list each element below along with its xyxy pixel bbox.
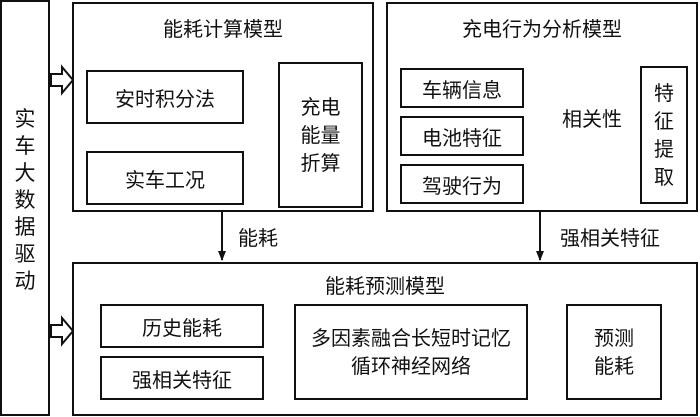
energy-link-label: 能耗	[232, 222, 284, 250]
predicted-energy-label: 预测能耗	[594, 326, 634, 378]
strong-feature-label: 强相关特征	[132, 367, 232, 392]
driving-behavior-label: 驾驶行为	[422, 173, 502, 198]
strong-feature-box	[100, 356, 264, 400]
lstm-network-box	[294, 304, 528, 400]
history-energy-box	[100, 304, 264, 348]
correlation-label: 相关性	[562, 106, 622, 131]
block-arrow-to-energy-pred	[50, 315, 75, 347]
energy-pred-model-title: 能耗预测模型	[325, 273, 445, 298]
left-column-label: 实车大数据驱动	[14, 106, 36, 293]
predicted-energy-box	[566, 304, 662, 400]
energy-conversion-box	[278, 62, 363, 208]
feature-extraction-label: 特征提取	[654, 81, 674, 189]
block-arrow-to-energy-calc	[50, 64, 75, 96]
left-column-box	[0, 0, 50, 416]
energy-conversion-label: 充电能量折算	[300, 95, 341, 175]
vehicle-condition-label: 实车工况	[125, 167, 205, 192]
driving-behavior-box	[400, 164, 524, 204]
ah-integral-label: 安时积分法	[115, 86, 215, 111]
charging-behavior-model-title: 充电行为分析模型	[462, 16, 622, 41]
ah-integral-box	[86, 70, 244, 124]
lstm-network-label: 多因素融合长短时记忆循环神经网络	[311, 326, 511, 378]
vehicle-info-label: 车辆信息	[422, 77, 502, 102]
history-energy-label: 历史能耗	[142, 315, 222, 340]
battery-feature-label: 电池特征	[422, 125, 502, 150]
vehicle-condition-box	[86, 151, 244, 205]
battery-feature-box	[400, 116, 524, 156]
feature-link-label: 强相关特征	[550, 222, 670, 250]
energy-calc-model-title: 能耗计算模型	[163, 16, 283, 41]
vehicle-info-box	[400, 68, 524, 108]
feature-extraction-box	[640, 66, 688, 204]
